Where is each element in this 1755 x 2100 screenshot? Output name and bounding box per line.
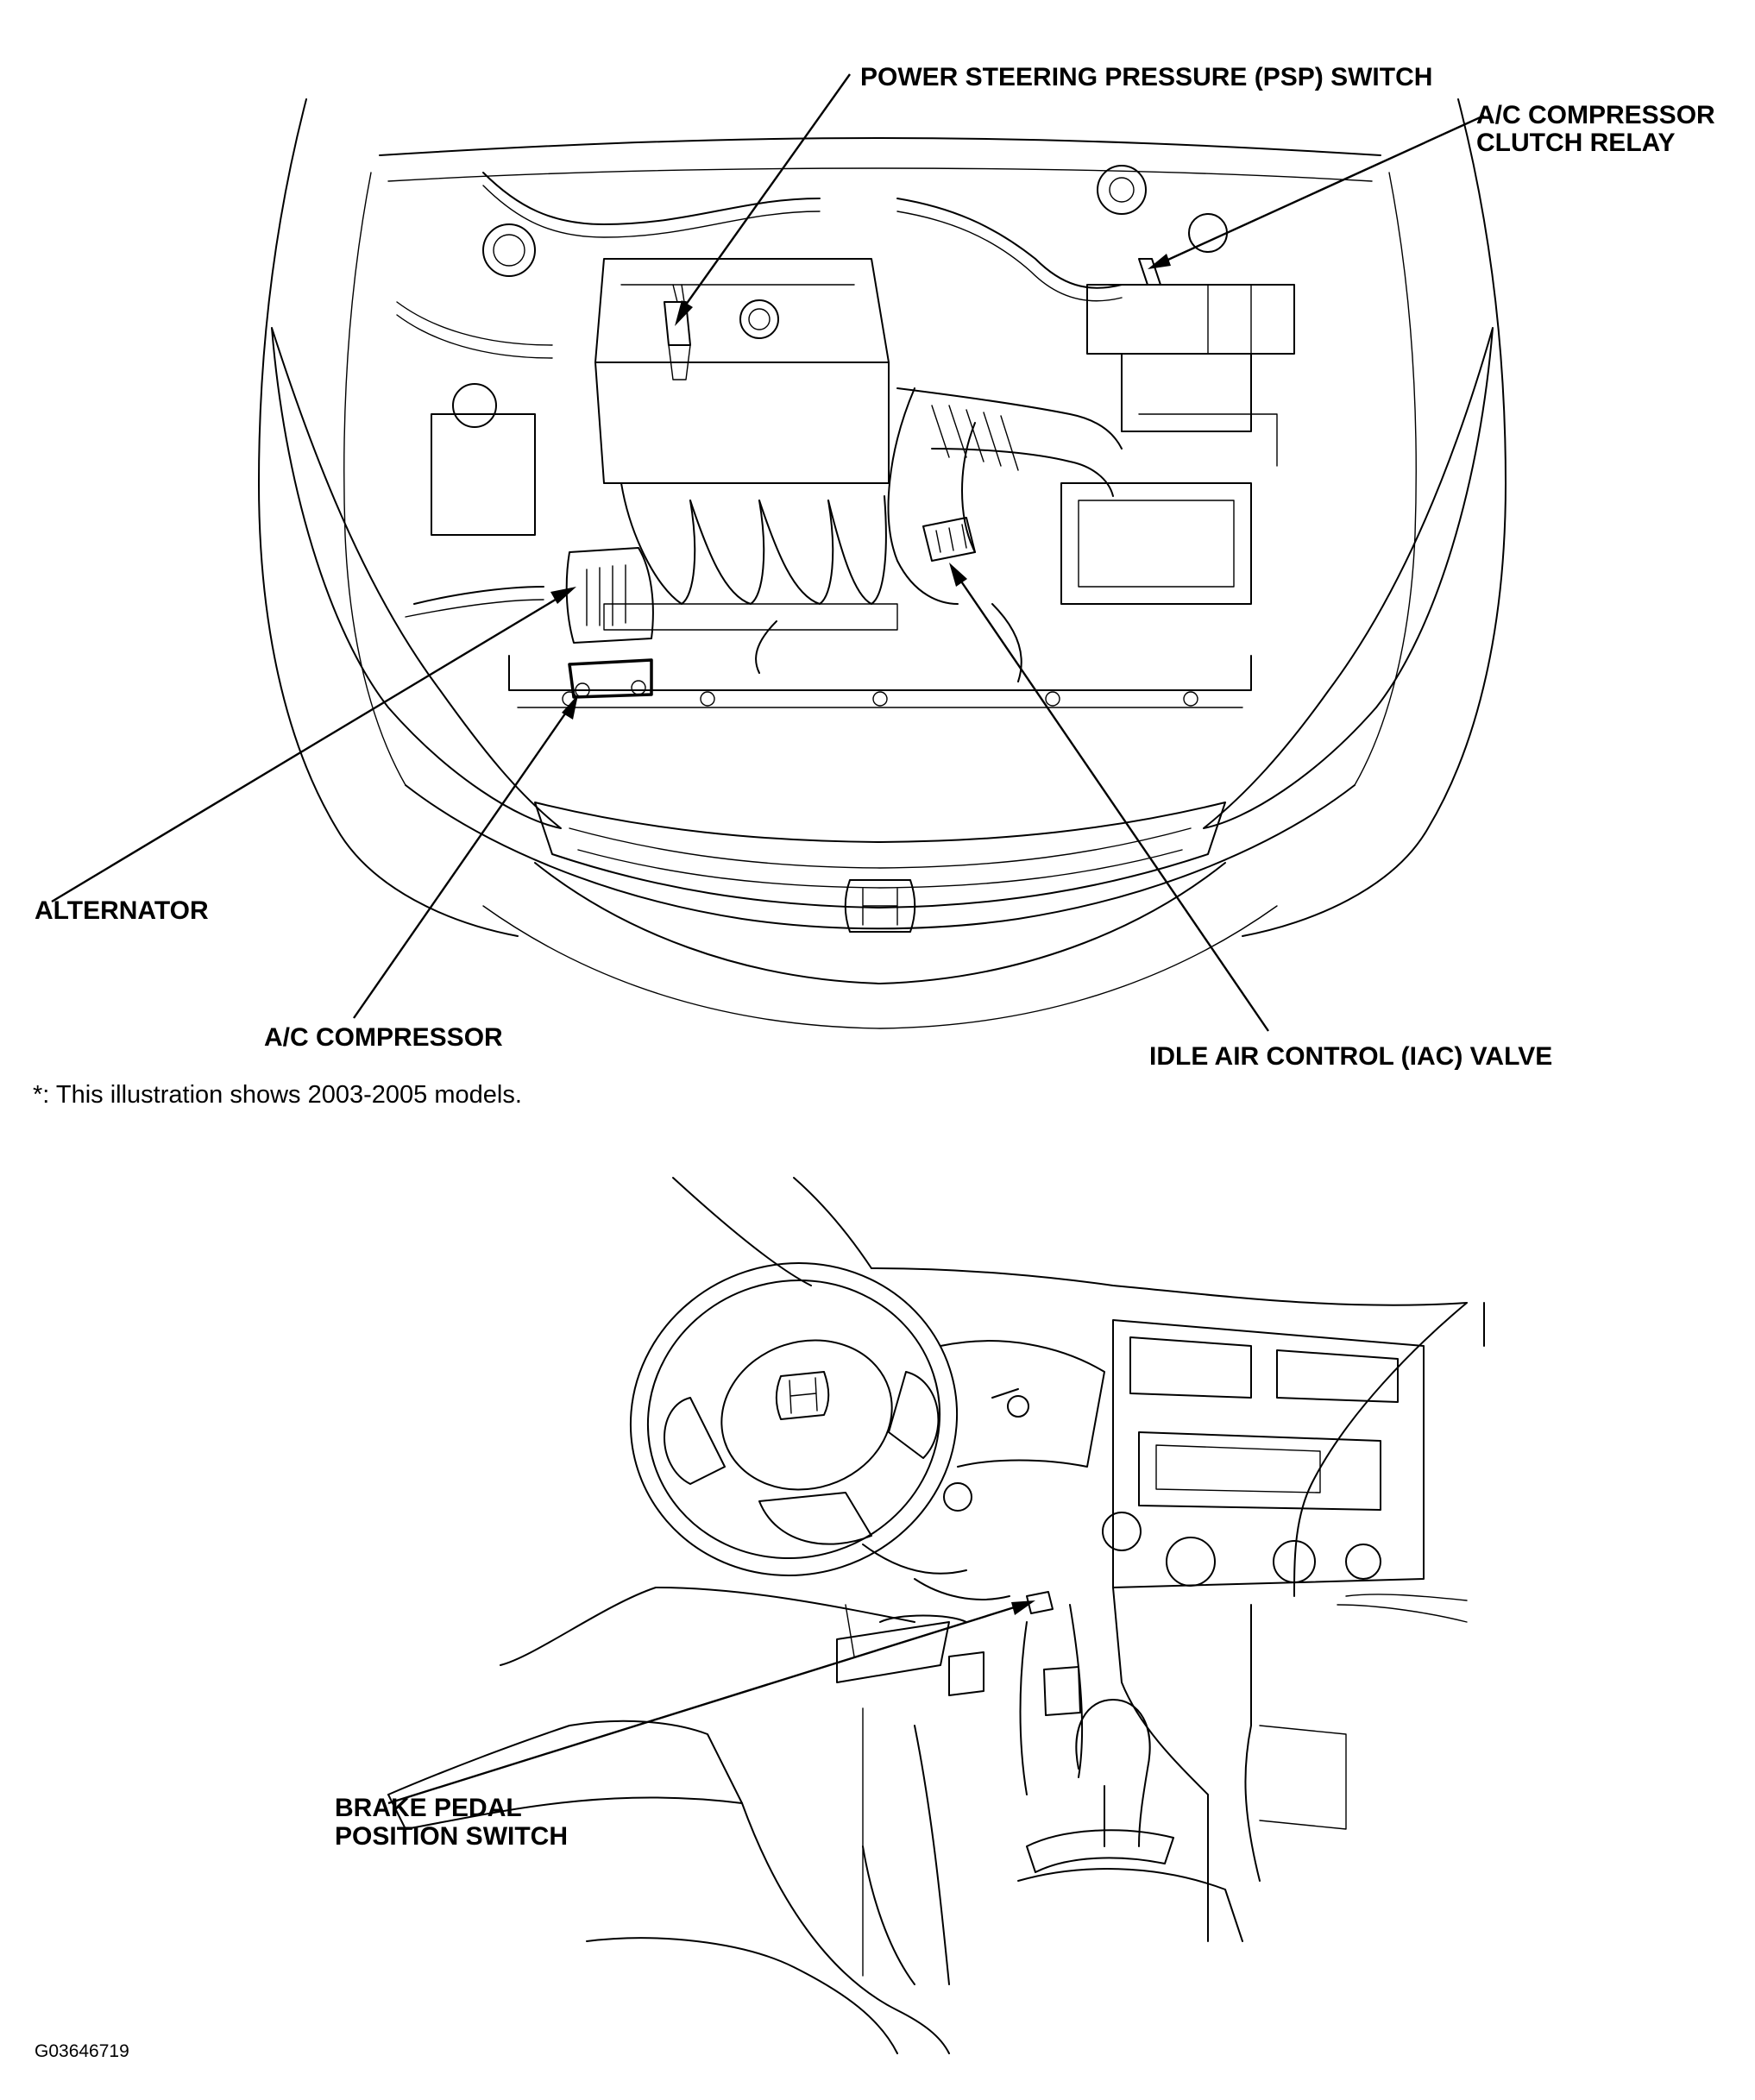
alternator-label: ALTERNATOR xyxy=(35,896,209,925)
honda-logo-icon xyxy=(844,879,916,933)
engine-assembly xyxy=(396,165,1295,699)
brake-switch-label-line1: BRAKE PEDAL xyxy=(335,1794,522,1822)
car-front-outline xyxy=(258,98,1507,1029)
psp-switch-label: POWER STEERING PRESSURE (PSP) SWITCH xyxy=(860,63,1433,91)
ac-relay-label-line2: CLUTCH RELAY xyxy=(1476,129,1676,157)
figure-code: G03646719 xyxy=(35,2041,129,2061)
model-year-note: *: This illustration shows 2003-2005 mod… xyxy=(33,1081,522,1109)
engine-leader-lines xyxy=(51,73,1485,1032)
iac-valve-label: IDLE AIR CONTROL (IAC) VALVE xyxy=(1149,1042,1553,1071)
interior-leader-lines xyxy=(387,1600,1035,1805)
honda-logo-icon xyxy=(775,1371,830,1420)
brake-switch-label-line2: POSITION SWITCH xyxy=(335,1822,568,1851)
ac-relay-label-line1: A/C COMPRESSOR xyxy=(1476,101,1715,129)
interior-outline xyxy=(387,1177,1485,2054)
ac-compressor-label: A/C COMPRESSOR xyxy=(264,1023,503,1052)
